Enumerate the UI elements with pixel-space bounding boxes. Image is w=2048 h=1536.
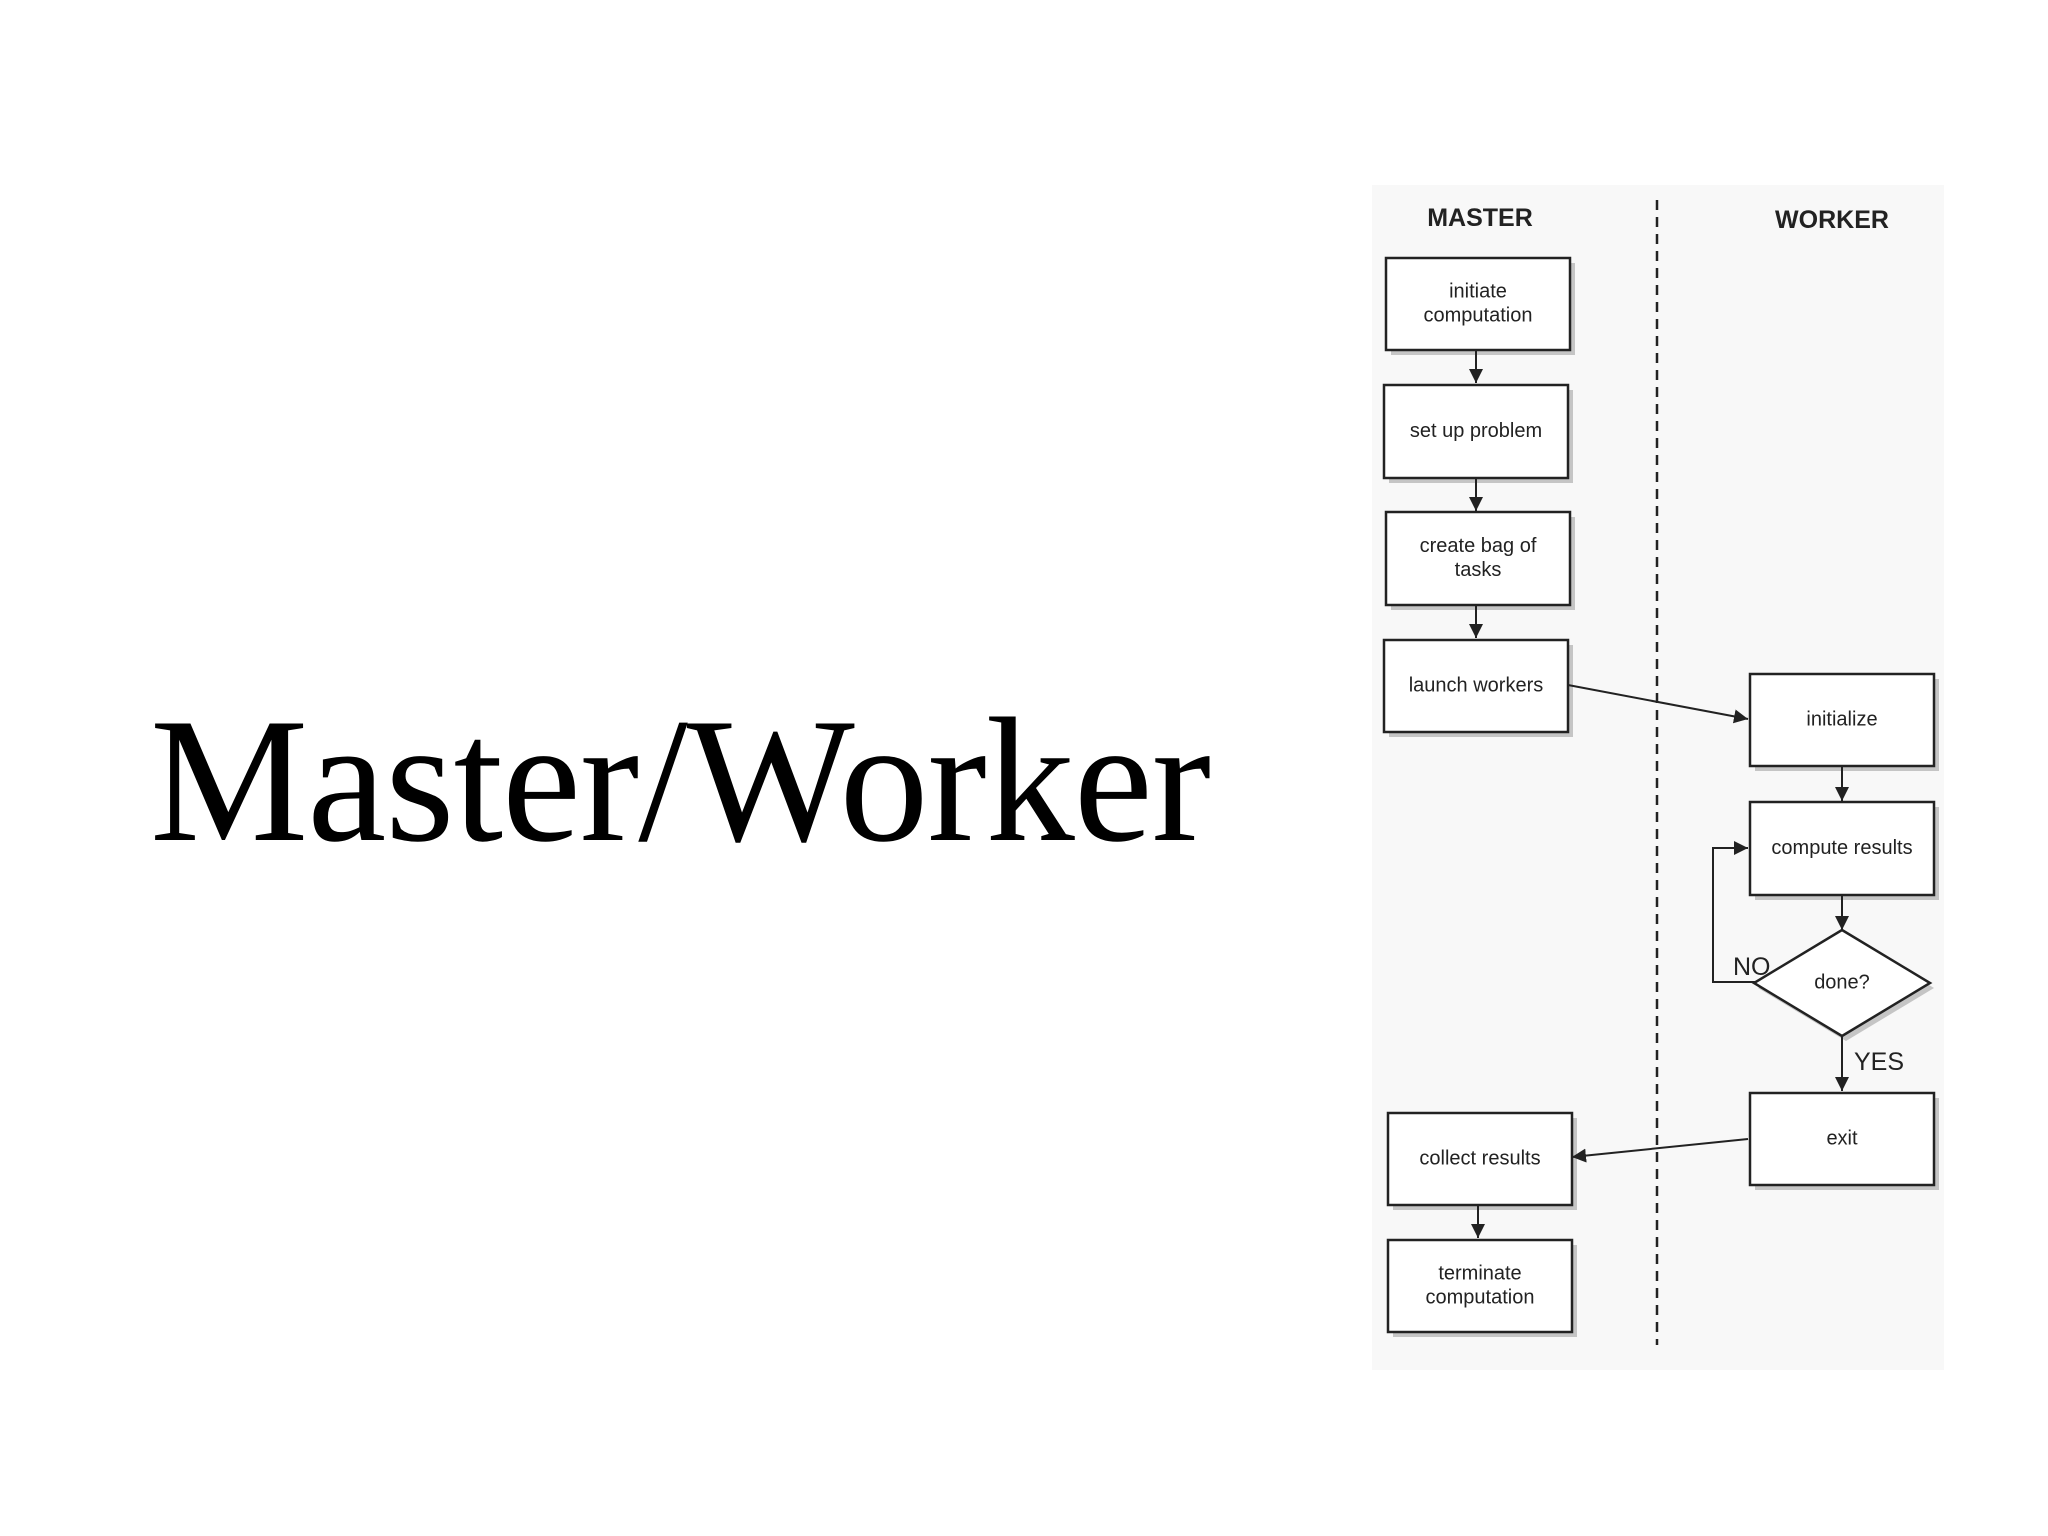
lane-header-worker: WORKER: [1775, 206, 1889, 234]
node-terminate-label-2: computation: [1426, 1286, 1535, 1308]
node-launch-box: [1382, 638, 1570, 734]
edge-label-yes: YES: [1854, 1048, 1904, 1076]
node-done: done?: [1751, 928, 1934, 1041]
node-collect-label-1: collect results: [1419, 1147, 1540, 1169]
edge-launch-initialize: [1567, 684, 1749, 724]
node-done-label-1: done?: [1814, 971, 1870, 993]
node-initiate-label-2: computation: [1424, 304, 1533, 326]
node-initiate-box: [1384, 256, 1572, 352]
node-setup-label-1: set up problem: [1410, 420, 1542, 442]
node-initialize-label-1: initialize: [1806, 708, 1877, 730]
node-exit: exit: [1748, 1091, 1939, 1190]
node-compute-label-1: compute results: [1771, 837, 1912, 859]
node-terminate-label-1: terminate: [1438, 1262, 1521, 1284]
slide-title: Master/Worker: [150, 681, 1211, 879]
edge-done-no-loop: [1712, 841, 1755, 983]
node-bag-label-1: create bag of: [1420, 535, 1537, 557]
node-compute-box: [1748, 800, 1936, 897]
lane-header-master: MASTER: [1427, 204, 1533, 232]
node-exit-box: [1748, 1091, 1936, 1187]
node-initialize-box: [1748, 672, 1936, 768]
edge-label-no: NO: [1733, 953, 1771, 981]
edges: [1469, 350, 1849, 1238]
node-initiate-label-1: initiate: [1449, 280, 1507, 302]
node-bag-box: [1384, 510, 1572, 607]
node-compute: compute results: [1748, 800, 1939, 900]
node-exit-label-1: exit: [1826, 1127, 1858, 1149]
node-initialize: initialize: [1748, 672, 1939, 771]
node-launch: launch workers: [1382, 638, 1573, 737]
node-terminate-box: [1386, 1238, 1574, 1334]
node-bag-label-2: tasks: [1455, 559, 1502, 581]
node-collect-box: [1386, 1111, 1574, 1207]
edge-exit-collect: [1571, 1138, 1749, 1163]
node-setup: set up problem: [1382, 383, 1573, 483]
node-collect: collect results: [1386, 1111, 1577, 1210]
node-launch-label-1: launch workers: [1409, 674, 1544, 696]
